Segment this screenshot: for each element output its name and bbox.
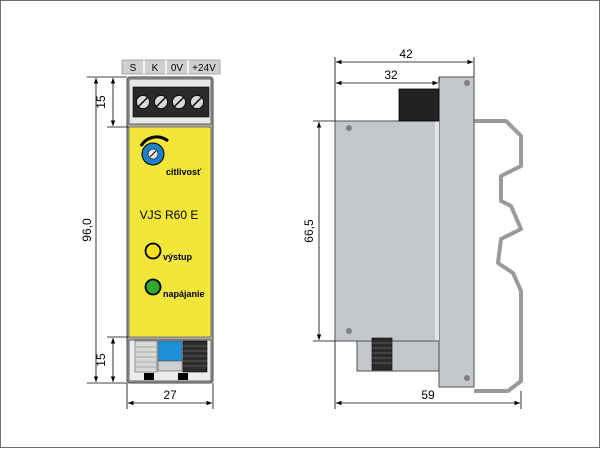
side-back-plate: [438, 76, 475, 388]
terminal-label-k: K: [152, 63, 159, 74]
bottom-connector-block: [128, 339, 212, 382]
front-panel: [128, 126, 212, 338]
screw-terminal-icon: [154, 95, 168, 109]
knob-label: citlivosť: [166, 167, 202, 177]
top-terminal-block: [128, 78, 212, 125]
terminal-label-strip: S K 0V +24V: [121, 59, 221, 75]
dim-side-total-bottom: 59: [421, 388, 435, 402]
screw-terminal-icon: [172, 95, 186, 109]
dim-front-top: 15: [94, 95, 108, 109]
sensitivity-knob-icon: [139, 135, 169, 166]
power-led-label: napájanie: [163, 289, 205, 299]
dim-front-height: 96,0: [80, 218, 94, 242]
front-view: S K 0V +24V: [121, 59, 221, 384]
side-view: [334, 76, 523, 393]
terminal-label-0v: 0V: [171, 63, 184, 74]
screw-terminal-icon: [190, 95, 204, 109]
side-lower-extension: [356, 340, 440, 372]
terminal-label-s: S: [130, 63, 137, 74]
dim-side-total-top: 42: [399, 47, 413, 61]
power-led-icon: [144, 278, 162, 296]
dim-front-width: 27: [163, 388, 177, 402]
side-dimensions: [313, 57, 522, 409]
output-led-label: výstup: [163, 252, 193, 262]
output-led-icon: [144, 242, 162, 260]
side-body: [334, 120, 440, 342]
dim-side-height: 66,5: [302, 219, 316, 243]
screw-terminal-icon: [136, 95, 150, 109]
model-label: VJS R60 E: [140, 208, 199, 222]
side-knob-icon: [371, 337, 393, 371]
dim-side-body-top: 32: [384, 68, 398, 82]
front-dimensions: [87, 76, 214, 409]
din-clip-profile: [474, 119, 523, 393]
terminal-label-24v: +24V: [192, 63, 216, 74]
side-terminal-block: [398, 88, 440, 122]
dim-front-bottom: 15: [94, 353, 108, 367]
